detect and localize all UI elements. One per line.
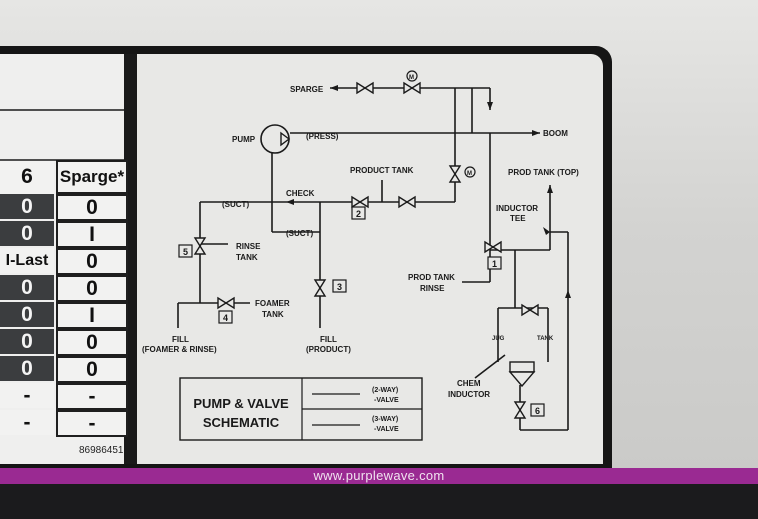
valve-number-5: 5: [183, 247, 188, 257]
label-fill-2: FILL: [320, 335, 337, 344]
table-cell-left: -: [0, 410, 54, 435]
table-cell-left: 0: [0, 329, 54, 354]
motor-icon: M: [409, 75, 414, 81]
table-cell-left: 0: [0, 275, 54, 300]
table-cell-sparge: I: [56, 302, 128, 329]
watermark-band: [0, 468, 758, 484]
table-cell-sparge: 0: [56, 194, 128, 221]
table-cell-sparge: I: [56, 221, 128, 248]
valve-number-2: 2: [356, 209, 361, 219]
label-prod-tank-rinse: PROD TANK: [408, 273, 455, 282]
label-prod-tank-top: PROD TANK (TOP): [508, 168, 579, 177]
label-rinse: RINSE: [236, 242, 261, 251]
table-cell-sparge: 0: [56, 275, 128, 302]
label-press: (PRESS): [306, 132, 339, 141]
table-cell-left: 0: [0, 194, 54, 219]
table-header-left: 6: [0, 160, 54, 194]
table-cell-left: 0: [0, 221, 54, 246]
label-fill-foamer-rinse: (FOAMER & RINSE): [142, 345, 217, 354]
valve-number-6: 6: [535, 406, 540, 416]
label-check: CHECK: [286, 189, 315, 198]
label-sparge: SPARGE: [290, 85, 324, 94]
label-inductor: INDUCTOR: [496, 204, 538, 213]
label-chem-inductor: INDUCTOR: [448, 390, 490, 399]
label-rinse-tank: TANK: [236, 253, 258, 262]
label-tank: TANK: [537, 336, 554, 342]
table-cell-sparge: 0: [56, 329, 128, 356]
valve-number-4: 4: [223, 313, 228, 323]
table-cell-left: I-Last: [0, 248, 54, 273]
legend-3way: (3-WAY): [372, 416, 398, 423]
table-header-sparge: Sparge*: [56, 160, 128, 194]
valve-number-3: 3: [337, 282, 342, 292]
motor-icon: M: [467, 171, 472, 177]
label-jug: JUG: [492, 336, 505, 342]
table-cell-sparge: 0: [56, 356, 128, 383]
table-cell-sparge: 0: [56, 248, 128, 275]
label-foamer: FOAMER: [255, 299, 290, 308]
table-cell-sparge: -: [56, 383, 128, 410]
legend-title: PUMP & VALVE: [193, 396, 289, 411]
label-rinse-2: RINSE: [420, 284, 445, 293]
label-chem: CHEM: [457, 379, 481, 388]
label-pump: PUMP: [232, 135, 256, 144]
table-cell-sparge: -: [56, 410, 128, 437]
bottom-strip: [0, 484, 758, 519]
label-suct-top: (SUCT): [222, 200, 249, 209]
table-cell-left: 0: [0, 356, 54, 381]
label-fill-1: FILL: [172, 335, 189, 344]
legend-2way-valve: -VALVE: [374, 397, 399, 404]
valve-icon: [356, 81, 367, 95]
legend-3way-valve: -VALVE: [374, 426, 399, 433]
chem-inductor-icon: [509, 361, 535, 373]
part-number: 86986451: [79, 445, 124, 456]
label-fill-product: (PRODUCT): [306, 345, 351, 354]
label-product-tank: PRODUCT TANK: [350, 166, 414, 175]
legend-subtitle: SCHEMATIC: [203, 415, 280, 430]
table-cell-left: 0: [0, 302, 54, 327]
pump-valve-schematic: SPARGE PUMP (PRESS) BOOM CHECK PRODUCT T…: [0, 70, 579, 441]
valve-number-1: 1: [492, 259, 497, 269]
pump-icon: [260, 124, 290, 154]
label-tee: TEE: [510, 214, 526, 223]
watermark-text: www.purplewave.com: [313, 468, 445, 483]
legend-2way: (2-WAY): [372, 387, 398, 394]
label-boom: BOOM: [543, 129, 568, 138]
label-suct-bottom: (SUCT): [286, 229, 313, 238]
label-foamer-tank: TANK: [262, 310, 284, 319]
table-cell-left: -: [0, 383, 54, 408]
